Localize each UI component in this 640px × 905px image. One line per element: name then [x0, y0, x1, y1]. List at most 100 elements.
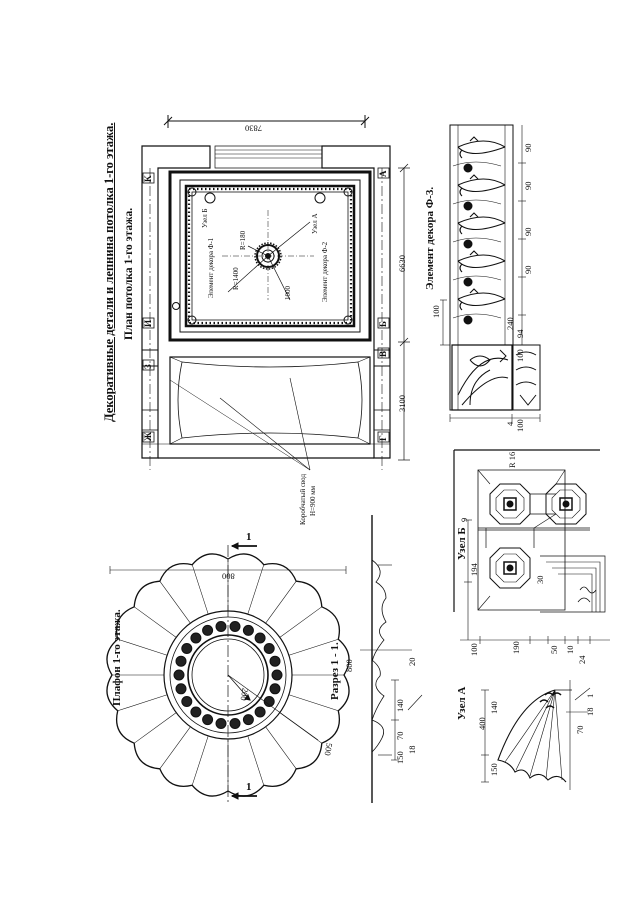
decor-dim-100-a: 100 — [431, 305, 441, 318]
ceiling-plan — [141, 115, 410, 471]
decor-dim-90-1: 90 — [523, 143, 533, 153]
plan-title: План потолка 1-го этажа. — [123, 207, 135, 340]
plafond-ray — [134, 712, 177, 744]
plafond-dim-200: 200 — [238, 687, 251, 702]
decor-dim-90-4: 90 — [523, 265, 533, 275]
uzel-b-dim-194: 194 — [469, 563, 479, 576]
decor-title: Элемент декора Ф-3. — [424, 186, 436, 290]
plafond-ray — [288, 638, 339, 656]
decor-dim-100-b: 100 — [515, 349, 525, 362]
axis-b: Б — [378, 321, 388, 327]
uzel-a-dim-1: 1 — [585, 693, 595, 698]
plafond-ray — [265, 726, 297, 769]
uzel-a-dim-18: 18 — [585, 707, 595, 717]
section-dim-150: 150 — [395, 751, 405, 764]
plafond-ray — [159, 726, 191, 769]
uzel-a-detail — [481, 680, 591, 790]
uzel-b-detail — [453, 449, 610, 644]
uzel-a-dim-400: 400 — [477, 717, 487, 730]
uzel-a-title: Узел А — [456, 686, 468, 720]
decor-dim-4: 4 — [505, 421, 515, 426]
plafond-ray — [159, 581, 191, 624]
uzel-b-dim-24: 24 — [577, 655, 587, 665]
plafond-bead — [190, 706, 202, 718]
cut-label-bottom: 1 — [246, 781, 252, 793]
decor-dim-90-3: 90 — [523, 227, 533, 237]
section-dim-140: 140 — [395, 699, 405, 712]
plafond-ray — [117, 694, 168, 712]
plafond-dim-500: 500 — [322, 742, 335, 757]
axis-v: В — [378, 350, 388, 357]
plafond-bead — [269, 655, 281, 667]
plafond-ray — [191, 564, 209, 615]
section-1-1 — [360, 515, 423, 803]
note-r180: R=180 — [239, 230, 247, 250]
plafond-bead — [229, 718, 241, 729]
decor-element-f3 — [440, 124, 541, 422]
uzel-b-dim-9: 9 — [459, 517, 469, 522]
plafond-bead — [269, 683, 281, 695]
plafond-bead — [202, 714, 214, 726]
plafond-bead — [229, 621, 241, 632]
note-vault-h: H=900 мм — [309, 485, 317, 516]
plafond-bead — [175, 655, 187, 667]
uzel-a-dim-140: 140 — [489, 701, 499, 714]
dim-6630: 6630 — [397, 255, 407, 272]
decor-dim-90-2: 90 — [523, 181, 533, 191]
uzel-b-dim-10: 10 — [565, 645, 575, 655]
uzel-b-dim-100: 100 — [469, 643, 479, 656]
plafond-bead — [242, 624, 254, 636]
plafond-ray — [191, 735, 209, 786]
note-uzel-b: Узел Б — [201, 208, 209, 228]
sheet-title: Декоративные детали и лепнина потолка 1-… — [102, 122, 116, 422]
uzel-b-title: Узел Б — [456, 527, 468, 560]
plafond-ray — [117, 638, 168, 656]
axis-zh: Ж — [143, 432, 153, 441]
section-title: Разрез 1 - 1. — [329, 642, 341, 700]
section-dim-800: 800 — [344, 659, 354, 672]
plafond-ray — [265, 581, 297, 624]
uzel-b-dim-190: 190 — [511, 641, 521, 654]
uzel-b-dim-50: 50 — [549, 645, 559, 655]
decor-dim-100-c: 100 — [515, 419, 525, 432]
uzel-a-dim-150: 150 — [489, 763, 499, 776]
note-1000: 1000 — [284, 286, 292, 300]
plafond-bead — [254, 706, 266, 718]
axis-a: А — [378, 170, 388, 178]
dim-3100: 3100 — [397, 395, 407, 412]
plafond-bead — [242, 714, 254, 726]
cut-label-top: 1 — [246, 531, 252, 543]
uzel-a-dim-70: 70 — [575, 725, 585, 735]
plafond-ray — [134, 606, 177, 638]
plafond-bead — [254, 632, 266, 644]
uzel-b-dim-30: 30 — [535, 575, 545, 585]
plafond-ray — [288, 694, 339, 712]
plafond-bead — [263, 643, 275, 654]
section-dim-20: 20 — [407, 657, 417, 667]
axis-k: К — [143, 175, 153, 182]
axis-i: И — [143, 319, 153, 327]
axis-z: З — [143, 364, 153, 369]
note-r1400: R=1400 — [232, 267, 240, 290]
plafond-ray — [279, 606, 322, 638]
plafond-bead — [271, 669, 283, 681]
plafond-ray — [247, 564, 265, 615]
note-decor-f2: Элемент декора Ф-2 — [321, 241, 329, 302]
plafond-bead — [202, 624, 214, 636]
axis-g: Г — [378, 435, 388, 441]
plafond-beads — [173, 621, 283, 729]
note-decor-f1: Элемент декора Ф-1 — [207, 237, 215, 298]
plafond-title: Плафон 1-го этажа. — [111, 609, 123, 706]
plafond-bead — [173, 669, 185, 681]
plafond-bead — [215, 718, 227, 729]
decor-dim-240: 240 — [505, 317, 515, 330]
plafond-dim-800: 800 — [222, 571, 235, 582]
decor-dim-94: 94 — [515, 329, 525, 339]
plafond-bead — [215, 621, 227, 632]
plafond-bead — [190, 632, 202, 644]
plafond-drawing — [106, 542, 350, 805]
section-dim-70: 70 — [395, 731, 405, 741]
plafond-ray — [247, 735, 265, 786]
plafond-bead — [181, 643, 193, 654]
